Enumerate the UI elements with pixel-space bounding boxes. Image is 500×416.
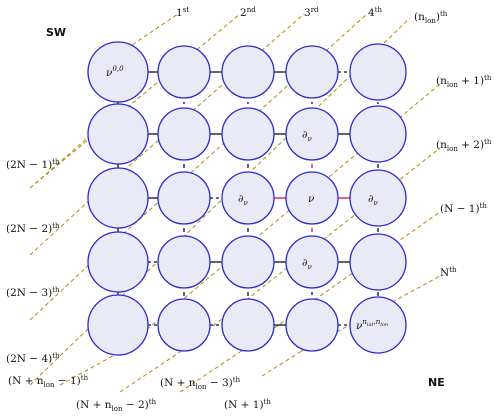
node-1-0: [87, 103, 149, 165]
node-4-2: [221, 298, 275, 352]
node-4-3: [285, 298, 339, 352]
diagonal-8: [239, 211, 441, 353]
diagonal-b3: [179, 351, 241, 393]
diagonal-left-2: [29, 197, 93, 256]
node-2-3: [285, 171, 339, 225]
corner-label-sw: SW: [46, 26, 66, 39]
bottom-label-2: (N + nlon − 2)th: [76, 398, 157, 413]
node-3-1: [157, 235, 211, 289]
neighbor-label-west: ∂ν: [238, 193, 248, 207]
right-label-0: (nlon)th: [414, 10, 448, 25]
center-node-label: ν: [308, 193, 315, 205]
node-2-2: [221, 171, 275, 225]
node-4-0: [87, 294, 149, 356]
node-2-0: [87, 167, 149, 229]
node-1-4: [349, 105, 407, 163]
left-label-2: (2N − 2)th: [6, 222, 60, 235]
neighbor-label-east: ∂ν: [368, 193, 378, 207]
node-1-1: [157, 107, 211, 161]
node-0-0: [87, 41, 149, 103]
neighbor-label-south: ∂ν: [302, 257, 312, 271]
node-2-4: [349, 169, 407, 227]
diagonal-3: [91, 13, 305, 199]
diagonal-b1: [59, 351, 121, 386]
right-label-2: (nlon + 2)th: [436, 138, 492, 153]
node-3-3: [285, 235, 339, 289]
top-label-1: 1st: [176, 6, 189, 19]
top-label-3: 3rd: [304, 6, 319, 19]
node-3-4: [349, 233, 407, 291]
diagonal-2: [29, 13, 241, 189]
node-3-0: [87, 231, 149, 293]
end-node-label: νnlat,nlon: [356, 318, 388, 332]
node-4-4: [349, 296, 407, 354]
diagonal-b2: [119, 351, 181, 393]
node-3-2: [221, 235, 275, 289]
diagonal-b4: [261, 351, 301, 377]
right-label-1: (nlon + 1)th: [436, 74, 492, 89]
node-4-1: [157, 298, 211, 352]
node-0-3: [285, 45, 339, 99]
neighbor-label-north: ∂ν: [302, 129, 312, 143]
bottom-label-1: (N + nlon − 1)th: [8, 374, 89, 389]
bottom-label-4: (N + 1)th: [224, 398, 271, 411]
node-0-4: [349, 43, 407, 101]
node-0-2: [221, 45, 275, 99]
node-2-1: [157, 171, 211, 225]
top-label-2: 2nd: [240, 6, 256, 19]
corner-label-ne: NE: [428, 376, 445, 389]
right-label-4: Nth: [440, 266, 457, 279]
right-label-3: (N − 1)th: [440, 202, 487, 215]
grid-nodes: [87, 41, 407, 356]
node-1-3: [285, 107, 339, 161]
left-label-3: (2N − 3)th: [6, 286, 60, 299]
left-label-4: (2N − 4)th: [6, 352, 60, 365]
diagonal-left-4: [29, 324, 93, 386]
node-0-1: [157, 45, 211, 99]
left-label-1: (2N − 1)th: [6, 158, 60, 171]
diagonal-left-3: [29, 261, 93, 321]
top-label-4: 4th: [368, 6, 383, 19]
grid-edges: [117, 71, 379, 326]
node-1-2: [221, 107, 275, 161]
bottom-label-3: (N + nlon − 3)th: [160, 376, 241, 391]
origin-node-label: ν0,0: [106, 65, 124, 79]
